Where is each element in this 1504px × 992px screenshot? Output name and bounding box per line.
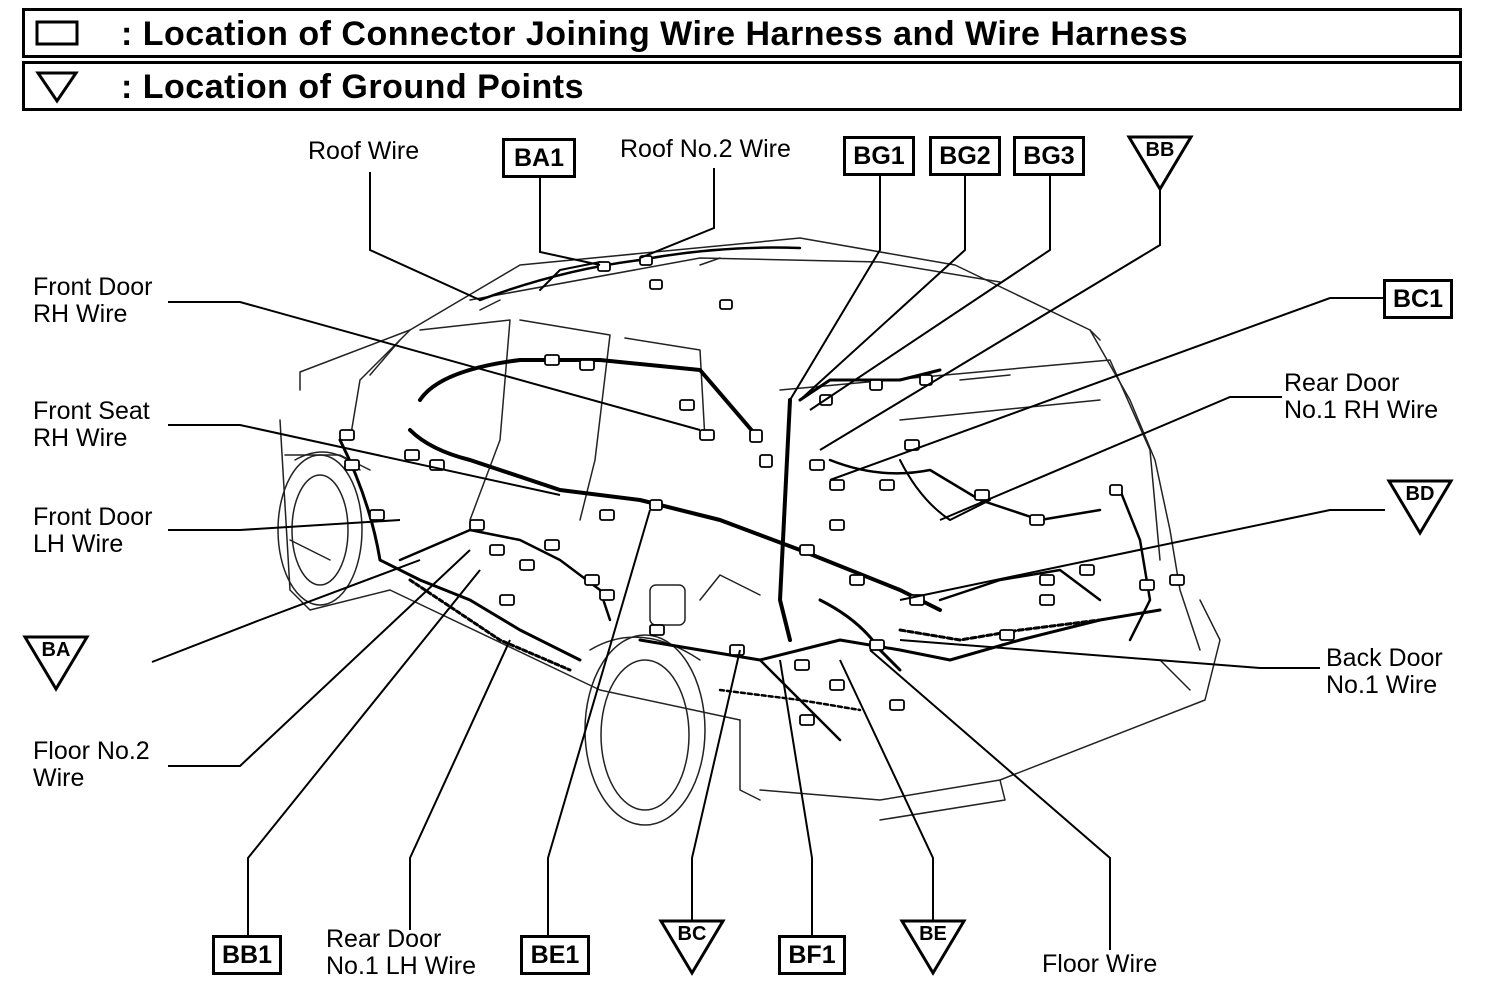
legend-connector-text: : Location of Connector Joining Wire Har… <box>121 15 1189 53</box>
ground-point-bc: BC <box>658 918 726 976</box>
ground-triangle-icon <box>658 919 726 976</box>
ground-point-ba: BA <box>22 634 90 692</box>
legend-ground-text: : Location of Ground Points <box>121 68 585 106</box>
connector-bg3: BG3 <box>1013 136 1085 176</box>
connector-be1: BE1 <box>520 935 590 975</box>
leader-lines <box>151 168 1385 950</box>
wire-harness-bundles <box>338 246 1162 742</box>
ground-triangle-icon <box>35 71 79 104</box>
ground-triangle-icon <box>1126 135 1194 192</box>
ground-point-be: BE <box>899 918 967 976</box>
floor-wire-label: Floor Wire <box>1042 950 1158 978</box>
ground-triangle-icon <box>22 635 90 692</box>
connector-bb1: BB1 <box>212 935 282 975</box>
connector-plugs <box>339 255 1185 726</box>
ground-triangle-icon <box>899 919 967 976</box>
roof-wire-label: Roof Wire <box>308 137 420 165</box>
connector-bg1: BG1 <box>843 136 915 176</box>
connector-bc1: BC1 <box>1383 279 1453 319</box>
roof-no2-wire-label: Roof No.2 Wire <box>620 135 791 163</box>
legend-connector-row: : Location of Connector Joining Wire Har… <box>22 8 1462 58</box>
ground-point-bd: BD <box>1386 478 1454 536</box>
ground-triangle-icon <box>1386 479 1454 536</box>
connector-bf1: BF1 <box>778 935 846 975</box>
connector-bg2: BG2 <box>929 136 1001 176</box>
connector-box-icon <box>35 20 79 46</box>
connector-ba1: BA1 <box>502 138 576 178</box>
ground-point-bb: BB <box>1126 134 1194 192</box>
legend-ground-row: : Location of Ground Points <box>22 61 1462 111</box>
